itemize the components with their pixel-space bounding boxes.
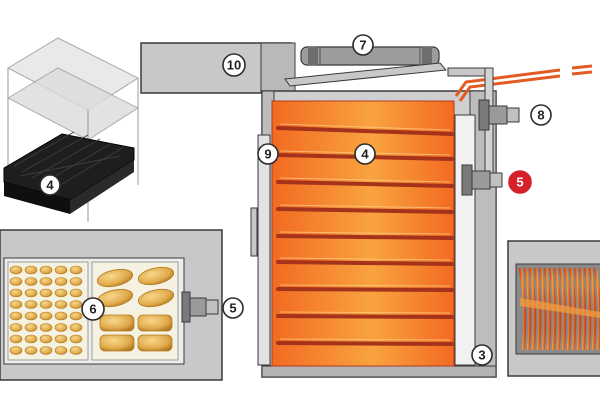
bread-roll [24, 300, 38, 309]
coil-wire [533, 267, 542, 351]
callout-label: 9 [264, 147, 271, 162]
bread-icon [96, 266, 175, 352]
callout-frame: 3 [471, 344, 493, 366]
feed-chute [284, 62, 448, 87]
bread-tin-loaf [99, 314, 135, 332]
callout-label: 8 [537, 108, 544, 123]
bread-roll [24, 334, 38, 344]
bread-roll [69, 288, 83, 298]
bread-loaf [96, 268, 134, 288]
tray-black-side [70, 160, 134, 214]
bread-roll [9, 265, 23, 275]
callout-motor-lower: 5 [222, 297, 244, 319]
bread-roll [24, 288, 38, 298]
bread-roll [9, 300, 23, 309]
callout-products: 6 [81, 297, 105, 321]
motor-icon [181, 291, 219, 323]
bread-roll [69, 334, 83, 344]
coil-wire [523, 267, 532, 351]
coil-wire [578, 267, 587, 351]
rack-shelves [276, 126, 454, 346]
bread-roll [39, 265, 53, 275]
tray-black-front [4, 182, 70, 214]
callout-chamber: 4 [354, 143, 376, 165]
callout-trays: 4 [39, 174, 61, 196]
callout-drive: 7 [352, 34, 374, 56]
bread-roll [24, 346, 38, 355]
callout-label: 7 [359, 38, 366, 53]
bread-roll [9, 346, 23, 355]
callout-label: 10 [227, 58, 241, 73]
bread-roll [69, 323, 83, 332]
oven-door [257, 134, 271, 366]
coil-wire [518, 267, 527, 351]
bread-roll [54, 288, 68, 298]
callout-label: 4 [361, 147, 369, 162]
bread-roll [69, 346, 83, 355]
bread-roll [9, 277, 23, 286]
bread-roll [39, 346, 53, 355]
callout-motor-alert: 5 [508, 170, 532, 194]
bread-icon [9, 265, 83, 355]
callout-label: 6 [89, 302, 96, 317]
bread-roll [69, 300, 83, 309]
bread-roll [24, 265, 38, 275]
bread-roll [39, 288, 53, 298]
callout-label: 5 [229, 301, 236, 316]
callout-door: 9 [257, 143, 279, 165]
callout-motor-top: 8 [530, 104, 552, 126]
bread-tin-loaf [137, 334, 173, 352]
bread-roll [54, 323, 68, 332]
bread-roll [69, 311, 83, 321]
tray-stack [3, 37, 140, 222]
callout-label: 3 [478, 348, 485, 363]
bread-roll [9, 323, 23, 332]
rack-shelf-highlights [279, 123, 451, 341]
bread-loaf [137, 266, 175, 286]
bread-roll [39, 277, 53, 286]
tray-black-slots [13, 131, 125, 191]
motor-icon [461, 164, 503, 196]
conveyor-mount [447, 67, 489, 77]
coil-glow [520, 298, 600, 318]
bread-roll [54, 311, 68, 321]
bread-loaf [137, 288, 175, 308]
bread-roll [39, 300, 53, 309]
bread-tin-loaf [137, 314, 173, 332]
door-handle [250, 207, 258, 257]
bread-roll [9, 334, 23, 344]
coil-wire [588, 267, 597, 351]
heating-coil [518, 267, 600, 351]
bread-tin-loaf [99, 334, 135, 352]
bread-roll [54, 334, 68, 344]
bread-roll [54, 346, 68, 355]
bread-roll [39, 311, 53, 321]
product-tray-rolls [7, 261, 89, 361]
bread-roll [39, 334, 53, 344]
bread-roll [24, 311, 38, 321]
bread-roll [54, 300, 68, 309]
lift-column [454, 114, 476, 366]
bread-roll [39, 323, 53, 332]
bread-roll [24, 277, 38, 286]
coil-wire [583, 267, 592, 351]
bread-roll [24, 323, 38, 332]
coil-wire [528, 267, 537, 351]
callout-label: 4 [46, 178, 54, 193]
motor-icon [478, 99, 520, 131]
bread-roll [9, 288, 23, 298]
roller-icon [300, 46, 440, 66]
oven-base [261, 365, 497, 378]
bread-roll [54, 265, 68, 275]
conveyor-line [454, 64, 593, 102]
callout-label: 5 [516, 175, 523, 190]
callout-cabinet: 10 [222, 53, 246, 77]
bread-roll [54, 277, 68, 286]
bread-roll [69, 265, 83, 275]
bread-roll [69, 277, 83, 286]
bread-roll [9, 311, 23, 321]
